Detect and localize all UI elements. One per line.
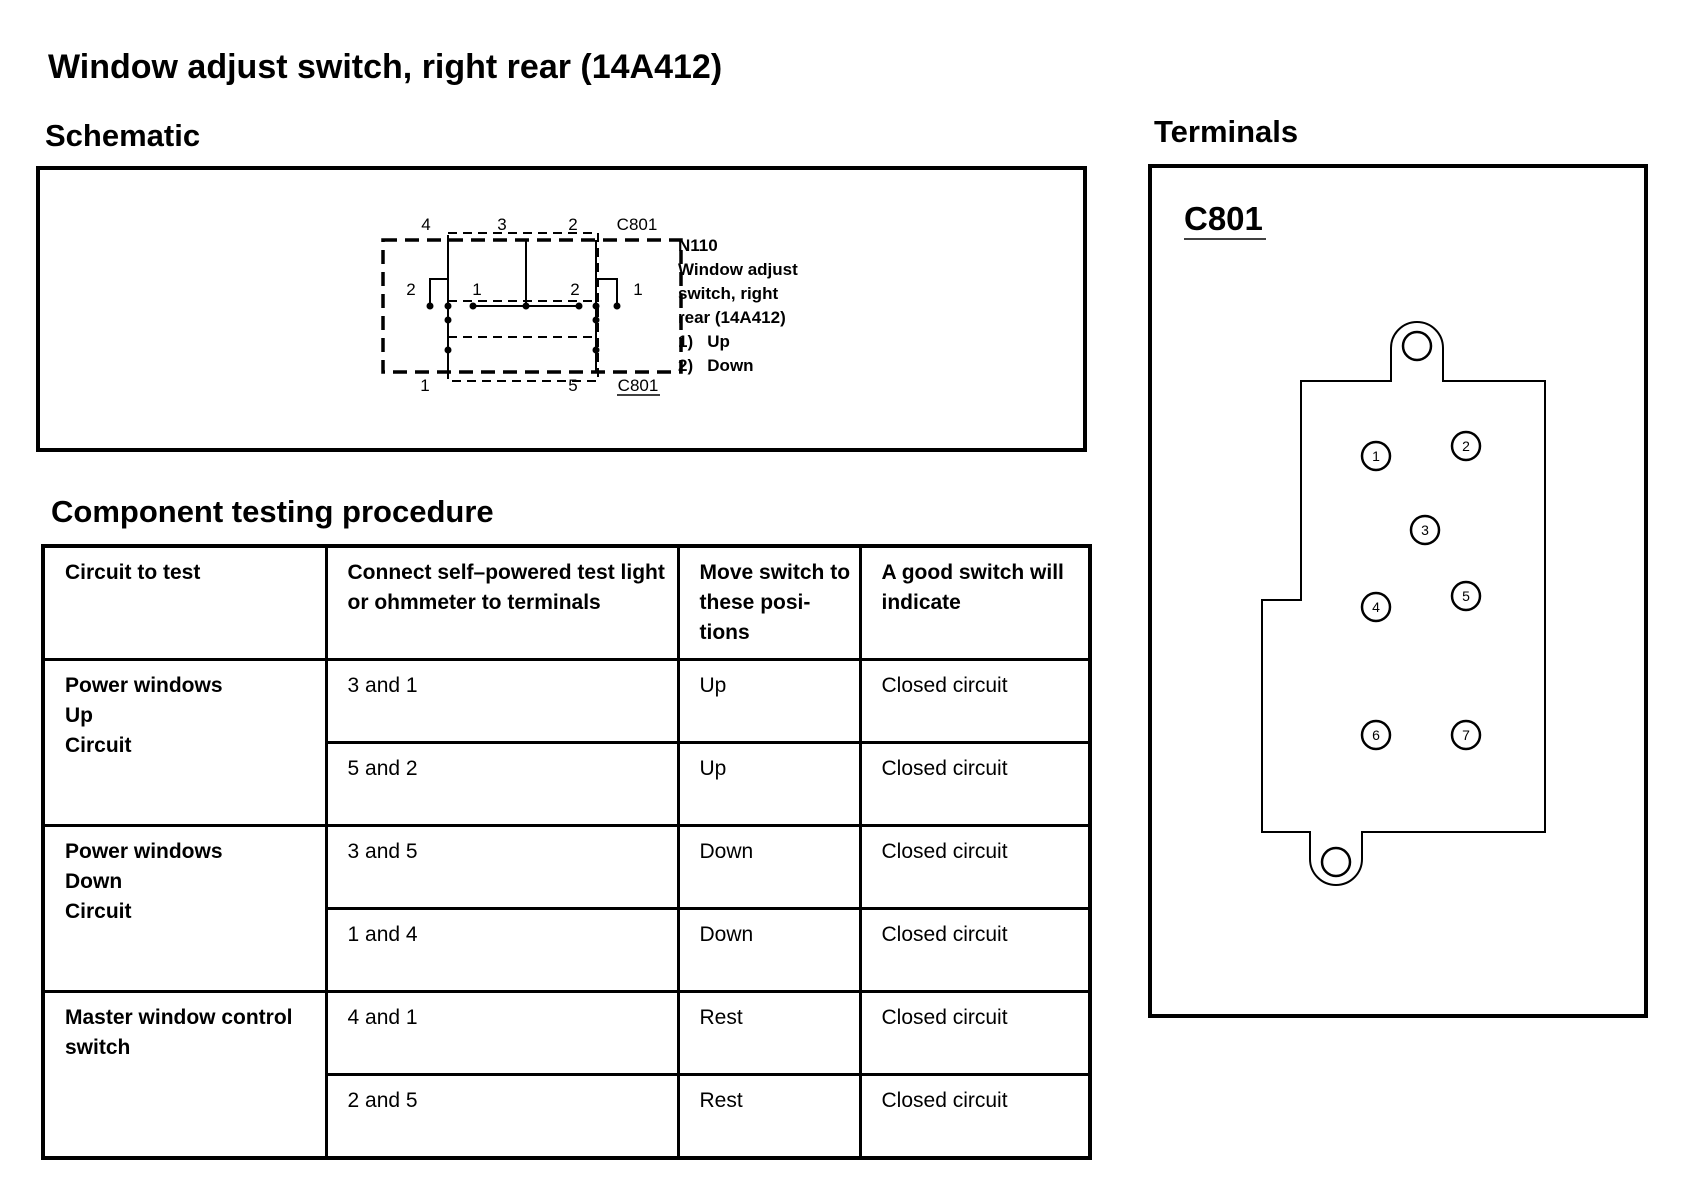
result-cell: Closed circuit — [858, 658, 1092, 744]
circuit-cell: Power windows Down Circuit — [41, 824, 328, 993]
circuit-cell: Master window control switch — [41, 990, 328, 1160]
terminals-cell: 3 and 5 — [324, 824, 680, 910]
connector-label: C801 — [1184, 200, 1263, 237]
table-row: 1 and 4 Down Closed circuit — [43, 907, 1092, 993]
table-row: Master window control switch 4 and 1 Res… — [41, 990, 1092, 1160]
contact-label-right-outer: 1 — [633, 280, 642, 299]
terminals-heading: Terminals — [1154, 114, 1299, 149]
terminal-pin-2: 2 — [1462, 438, 1470, 454]
position-cell: Rest — [676, 1073, 862, 1160]
legend-line: switch, right — [678, 284, 778, 303]
column-header: Move switch to these posi- tions — [676, 544, 862, 661]
terminals-cell: 4 and 1 — [324, 990, 680, 1076]
procedure-heading: Component testing procedure — [51, 494, 494, 529]
terminal-pin-7: 7 — [1462, 727, 1470, 743]
pin-bottom-1: 1 — [420, 376, 429, 395]
result-cell: Closed circuit — [858, 741, 1092, 827]
result-cell: Closed circuit — [858, 1073, 1092, 1160]
pin-bottom-5: 5 — [568, 376, 577, 395]
schematic-heading: Schematic — [45, 118, 201, 153]
column-header: A good switch will indicate — [858, 544, 1092, 661]
legend-line: 2) Down — [678, 356, 754, 375]
terminal-pin-5: 5 — [1462, 588, 1470, 604]
contact-label-left-inner: 1 — [472, 280, 481, 299]
table-row: Power windows Up Circuit 3 and 1 Up Clos… — [41, 658, 1092, 827]
circuit-cell: Power windows Up Circuit — [41, 658, 328, 827]
terminal-pin-1: 1 — [1372, 448, 1380, 464]
result-cell: Closed circuit — [858, 824, 1092, 910]
terminal-pin-3: 3 — [1421, 522, 1429, 538]
page-title: Window adjust switch, right rear (14A412… — [48, 48, 723, 86]
mounting-hole — [1401, 330, 1433, 362]
table-row: 2 and 5 Rest Closed circuit — [43, 1073, 1092, 1160]
position-cell: Rest — [676, 990, 862, 1076]
result-cell: Closed circuit — [858, 907, 1092, 993]
schematic-diagram: 4 3 2 C801 1 5 C801 2 1 2 1 N110 Window … — [381, 215, 798, 396]
legend-line: N110 — [678, 236, 718, 255]
legend-line: rear (14A412) — [678, 308, 786, 327]
column-header: Connect self–powered test light or ohmme… — [324, 544, 680, 661]
pin-top-2: 2 — [568, 215, 577, 234]
result-cell: Closed circuit — [858, 990, 1092, 1076]
terminals-box: C801 1 2 3 4 5 6 7 — [1148, 164, 1648, 1018]
terminal-pin-4: 4 — [1372, 599, 1380, 615]
column-header: Circuit to test — [41, 544, 328, 661]
connector-top-label: C801 — [617, 215, 658, 234]
schematic-box: 4 3 2 C801 1 5 C801 2 1 2 1 N110 Window … — [36, 166, 1087, 452]
switch-outline — [381, 238, 683, 374]
pin-top-4: 4 — [421, 215, 430, 234]
legend-line: Window adjust — [678, 260, 798, 279]
mounting-hole — [1320, 846, 1352, 878]
connector-face-diagram: C801 1 2 3 4 5 6 7 — [1184, 200, 1546, 886]
table-row: 5 and 2 Up Closed circuit — [43, 741, 1092, 827]
position-cell: Down — [676, 907, 862, 993]
connector-bottom-label: C801 — [618, 376, 659, 395]
terminals-cell: 5 and 2 — [324, 741, 680, 827]
procedure-table: Circuit to test Connect self–powered tes… — [41, 544, 1092, 1160]
terminals-cell: 3 and 1 — [324, 658, 680, 744]
terminals-cell: 1 and 4 — [324, 907, 680, 993]
contact-label-left-outer: 2 — [406, 280, 415, 299]
table-row: Power windows Down Circuit 3 and 5 Down … — [41, 824, 1092, 993]
pin-top-3: 3 — [497, 215, 506, 234]
position-cell: Up — [676, 658, 862, 744]
legend-line: 1) Up — [678, 332, 730, 351]
actuator-outline — [447, 232, 599, 382]
connector-outline — [1261, 321, 1546, 886]
position-cell: Up — [676, 741, 862, 827]
terminals-cell: 2 and 5 — [324, 1073, 680, 1160]
contact-label-right-inner: 2 — [570, 280, 579, 299]
terminal-pin-6: 6 — [1372, 727, 1380, 743]
table-header-row: Circuit to test Connect self–powered tes… — [41, 544, 1092, 661]
position-cell: Down — [676, 824, 862, 910]
